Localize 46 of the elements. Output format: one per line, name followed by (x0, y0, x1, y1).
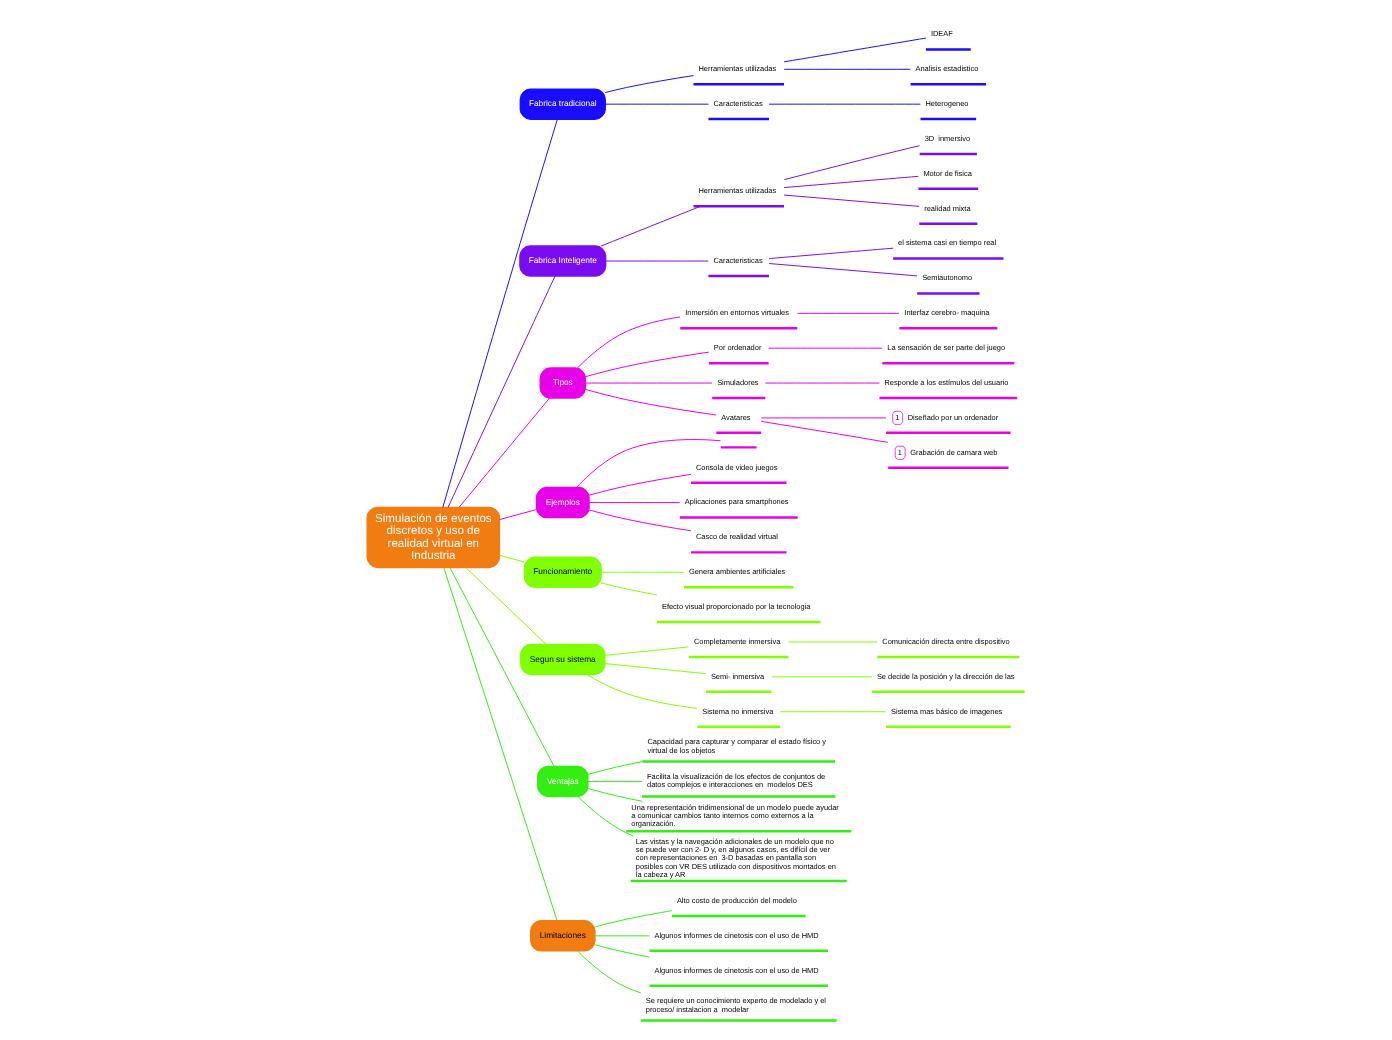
connector (768, 247, 894, 260)
connector (600, 205, 701, 247)
connector (783, 145, 920, 181)
connector (447, 275, 556, 508)
connector (600, 582, 658, 596)
connector (588, 509, 692, 532)
connector (768, 103, 921, 105)
connector (783, 175, 919, 189)
connector (577, 316, 681, 369)
connector (605, 260, 709, 262)
connector (768, 347, 883, 349)
connector (604, 75, 694, 94)
connector (783, 68, 911, 70)
connector (584, 382, 713, 384)
connector (584, 388, 717, 416)
connector (588, 502, 681, 504)
connector (797, 312, 900, 314)
connector (577, 796, 634, 837)
connector (783, 194, 920, 207)
connector (587, 787, 643, 802)
connector (588, 473, 692, 496)
connector (600, 571, 685, 573)
connector (587, 761, 643, 775)
connector (594, 935, 650, 937)
connector (442, 118, 558, 508)
node-bar (720, 446, 757, 449)
connector (604, 646, 690, 656)
connector (443, 566, 558, 922)
connector (783, 37, 927, 63)
connector (587, 780, 643, 782)
connector (499, 509, 537, 521)
connector (576, 439, 722, 488)
connector (768, 263, 918, 277)
connector (604, 103, 709, 105)
connector (458, 397, 550, 508)
connector (586, 674, 698, 709)
connector (577, 950, 642, 994)
connector (594, 910, 673, 928)
connector (465, 567, 547, 645)
connector (584, 351, 710, 378)
connector (449, 566, 555, 767)
connector (499, 554, 525, 563)
connector (760, 420, 889, 443)
connector (604, 663, 707, 675)
connector (779, 711, 887, 713)
connector (594, 944, 650, 958)
